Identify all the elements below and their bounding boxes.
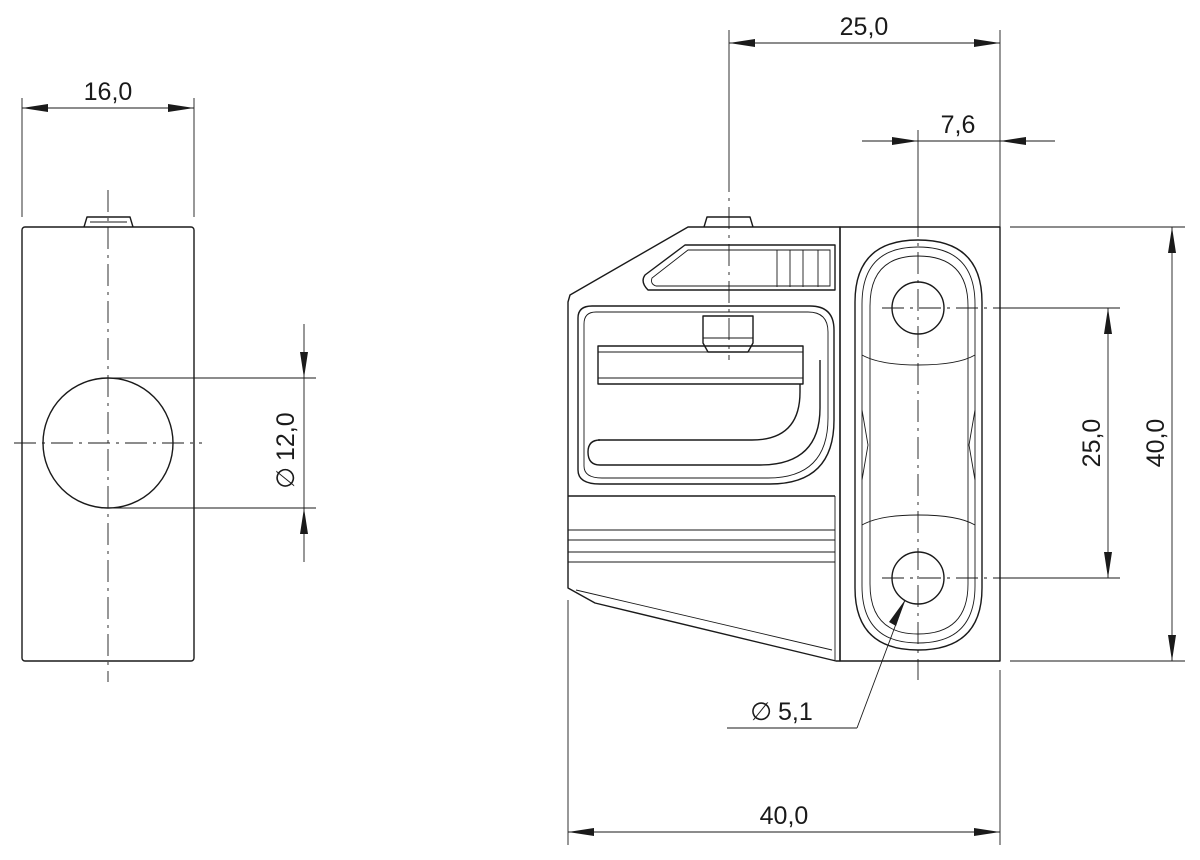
side-view-width-label: 16,0 bbox=[84, 78, 133, 106]
front-view-top-offset-label: 25,0 bbox=[840, 13, 889, 41]
front-view-hole-diameter-symbol: ∅ bbox=[750, 698, 772, 726]
front-view-clamp-slot bbox=[854, 239, 983, 651]
front-view-hole-diameter-label: 5,1 bbox=[778, 698, 813, 726]
front-view-set-screw bbox=[702, 315, 754, 353]
front-view-top-offset-dimension: 25,0 bbox=[728, 13, 1001, 227]
front-view-clamp-block bbox=[839, 226, 1001, 662]
front-view-overall-width-label: 40,0 bbox=[760, 802, 809, 830]
front-view-hole-spacing-dimension: 25,0 bbox=[1000, 307, 1120, 579]
front-view-slot-width-label: 7,6 bbox=[941, 111, 976, 139]
front-view-slot-width-dimension: 7,6 bbox=[862, 111, 1055, 215]
front-view-overall-height-label: 40,0 bbox=[1142, 419, 1170, 468]
front-view-channel bbox=[577, 305, 835, 485]
side-view-bore-diameter-symbol: ∅ bbox=[272, 467, 300, 489]
front-view-top-tab bbox=[703, 216, 754, 228]
front-view-hole-spacing-label: 25,0 bbox=[1078, 419, 1106, 468]
front-view-upper-slot bbox=[642, 244, 836, 291]
front-view: 25,0 7,6 25,0 40,0 bbox=[567, 13, 1185, 845]
side-view-bore-dimension: ∅ 12,0 bbox=[108, 324, 316, 562]
front-view-body-outline bbox=[567, 226, 841, 662]
side-view-width-dimension: 16,0 bbox=[21, 78, 195, 217]
front-view-hole-diameter-dimension: ∅ 5,1 bbox=[727, 599, 906, 729]
front-view-overall-width-dimension: 40,0 bbox=[567, 600, 1001, 845]
front-view-overall-height-dimension: 40,0 bbox=[1010, 226, 1185, 662]
side-view-top-tab bbox=[83, 216, 134, 228]
side-view: 16,0 ∅ 12,0 bbox=[14, 78, 316, 682]
side-view-bore-diameter-label: 12,0 bbox=[272, 412, 300, 461]
front-view-inner-slot bbox=[597, 345, 804, 385]
